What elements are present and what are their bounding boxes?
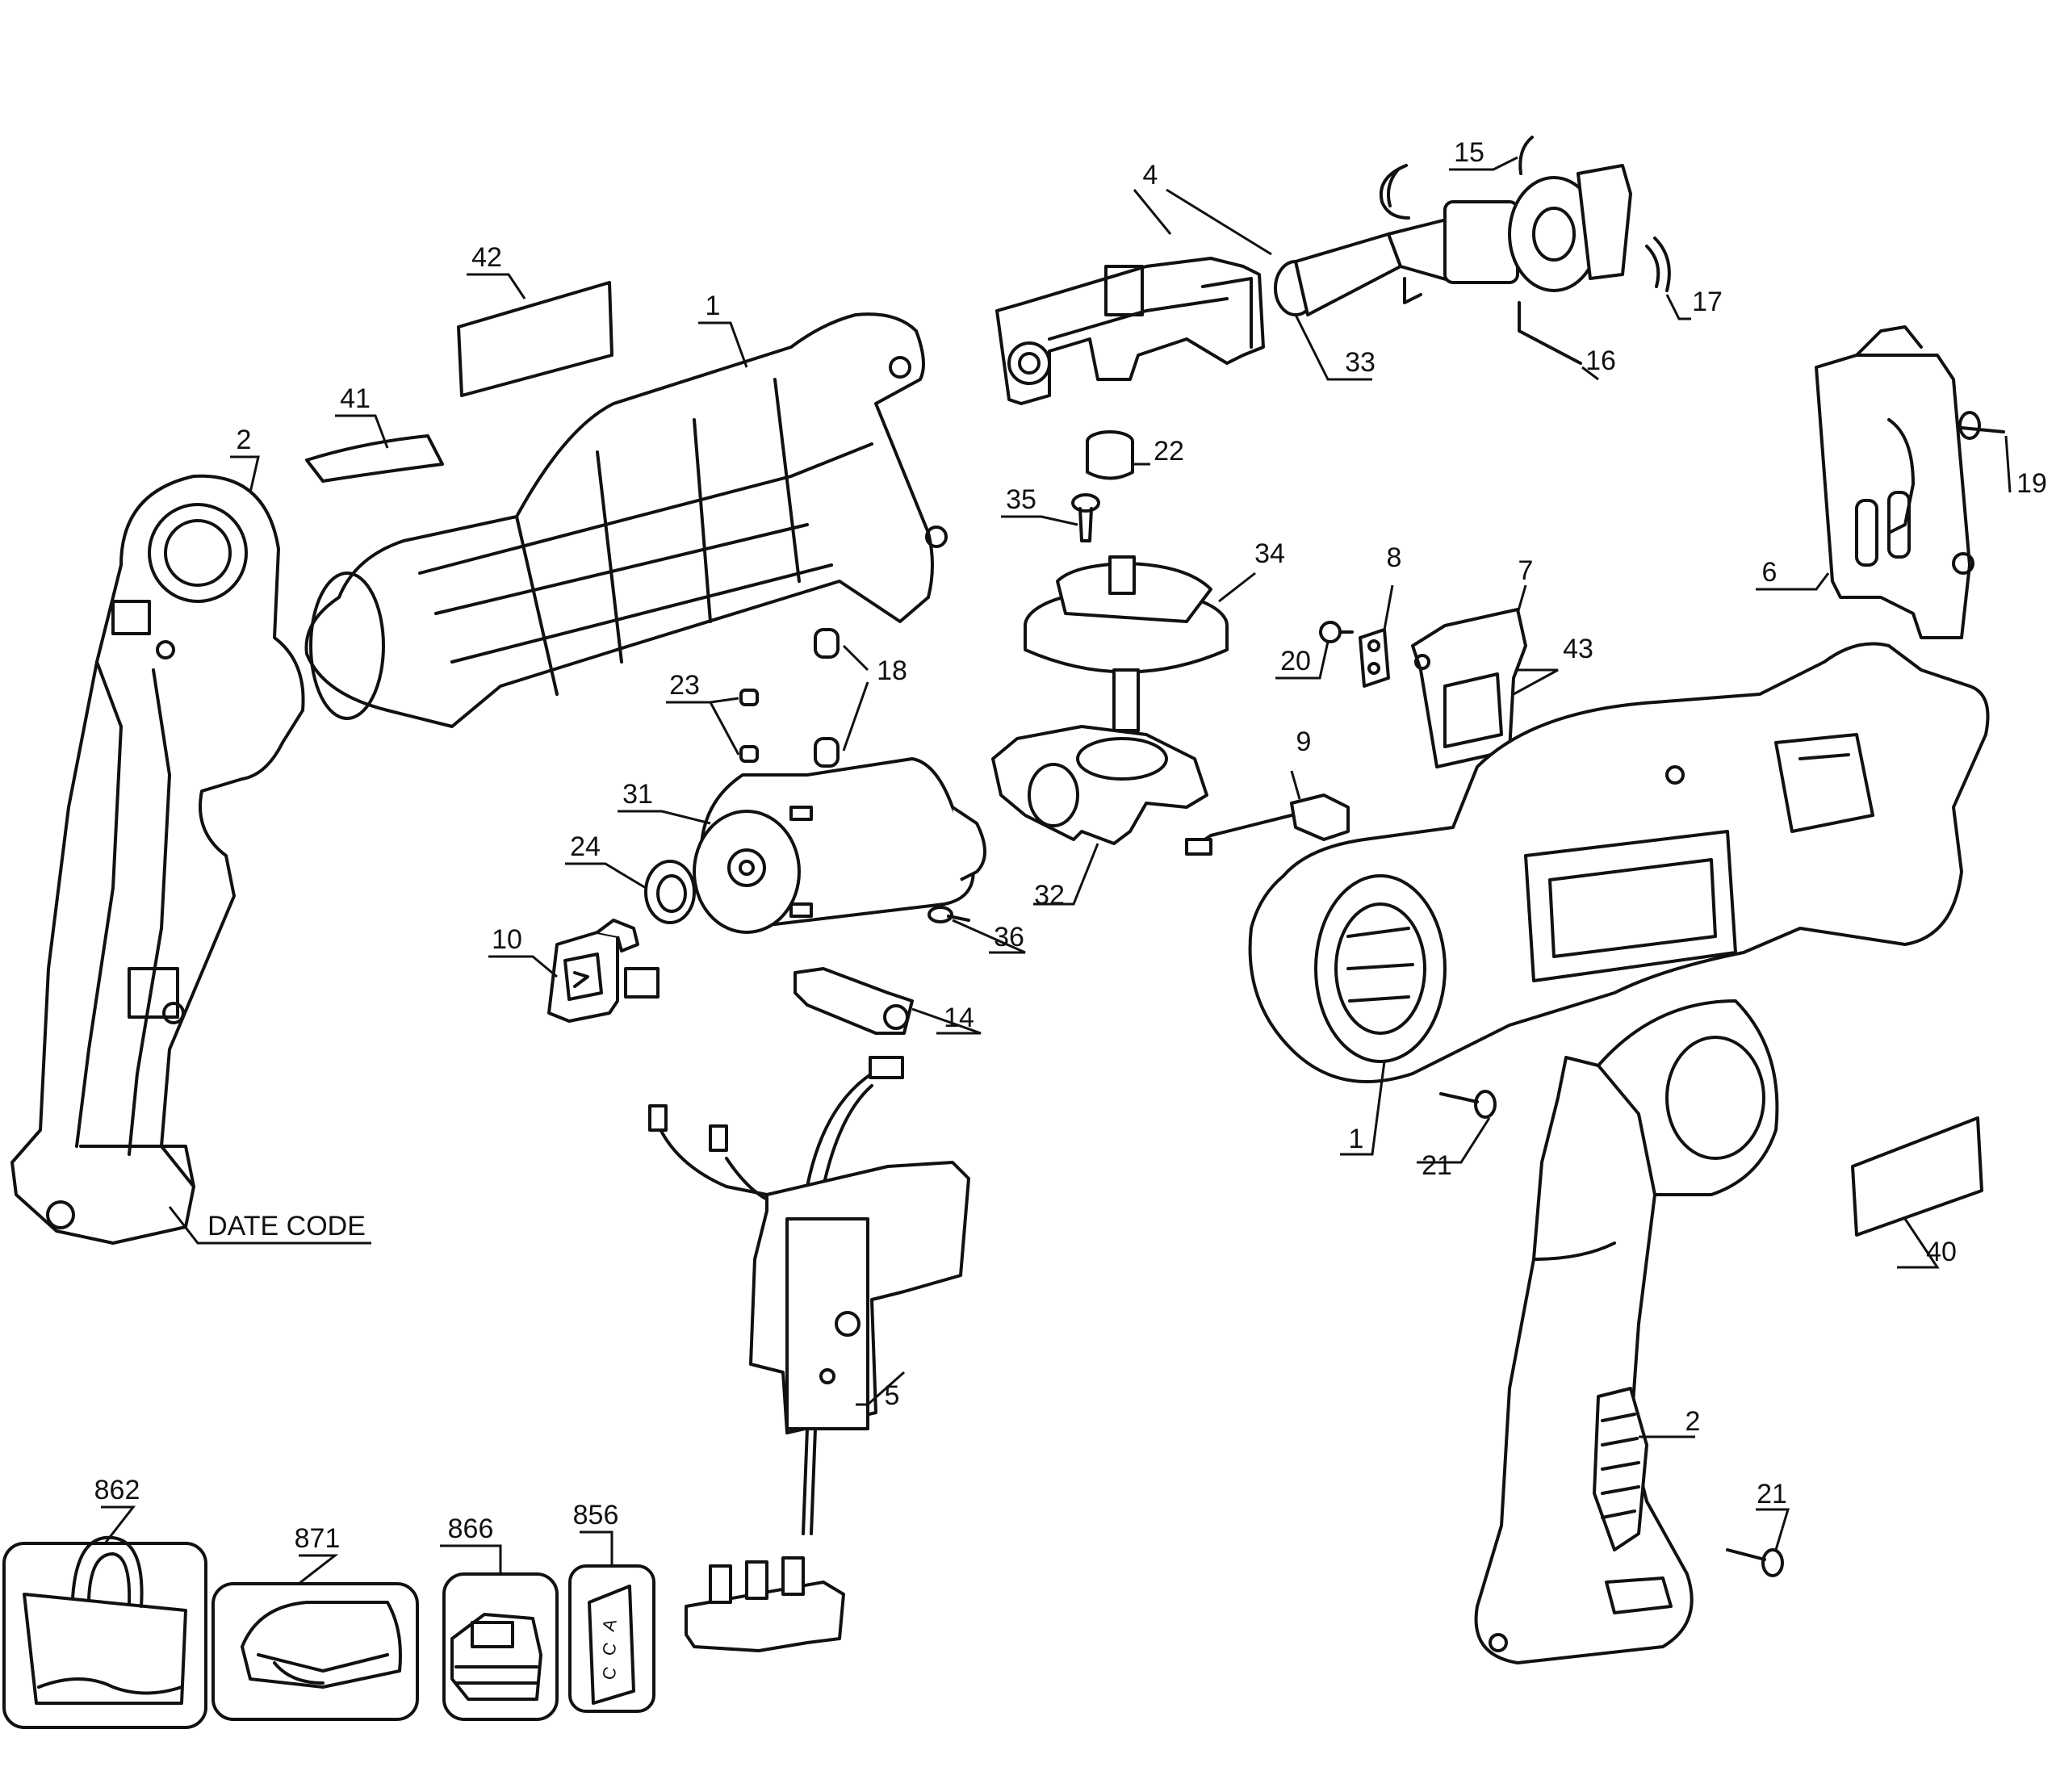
callout-35: 35 <box>1006 484 1036 515</box>
terminal-block <box>685 1556 845 1652</box>
callout-17: 17 <box>1692 287 1723 317</box>
gearcase-block <box>995 257 1265 405</box>
callout-19: 19 <box>2016 468 2047 499</box>
callout-866: 866 <box>448 1514 494 1544</box>
label-plate-42 <box>457 281 613 397</box>
battery-pack-panel <box>442 1572 559 1721</box>
callout-33: 33 <box>1345 347 1376 378</box>
callout-42: 42 <box>471 242 502 273</box>
callout-856: 856 <box>573 1500 619 1530</box>
washer <box>644 860 696 924</box>
motor-brush-set <box>814 628 840 768</box>
spindle-shaft <box>1274 164 1632 316</box>
callout-41: 41 <box>340 383 371 414</box>
bushing <box>1086 430 1134 480</box>
accessory-card-letter-1: A <box>598 1616 621 1633</box>
callout-21-lower: 21 <box>1757 1479 1787 1509</box>
date-code-label: DATE CODE <box>207 1211 366 1241</box>
motor-mount <box>991 725 1208 845</box>
screw-36 <box>928 906 970 923</box>
callout-2-left: 2 <box>237 425 252 455</box>
callout-43: 43 <box>1563 634 1593 664</box>
callout-20: 20 <box>1280 646 1311 676</box>
screw-35 <box>1071 493 1100 542</box>
accessory-card-letter-2: C <box>598 1640 621 1658</box>
callout-7: 7 <box>1518 555 1534 586</box>
motor <box>693 757 986 934</box>
housing-half-left <box>10 474 305 1245</box>
callout-862: 862 <box>94 1475 140 1505</box>
housing-half-right-interior <box>304 312 948 728</box>
callout-labels: 42 41 2 1 4 15 17 16 33 22 35 34 19 6 8 … <box>94 137 2047 1554</box>
tool-bag-panel <box>2 1535 207 1729</box>
label-plate-40 <box>1851 1116 1983 1237</box>
callout-8: 8 <box>1387 542 1402 573</box>
brush-plate <box>1359 628 1390 688</box>
callout-18: 18 <box>877 655 907 686</box>
callout-21-upper: 21 <box>1422 1150 1452 1181</box>
callout-9: 9 <box>1296 726 1312 757</box>
accessory-card-letter-3: C <box>598 1664 621 1682</box>
retaining-rings <box>1379 136 1671 292</box>
belt-clip <box>1815 325 1974 639</box>
gear <box>1024 555 1229 732</box>
callout-15: 15 <box>1454 137 1484 168</box>
screw-20 <box>1319 621 1354 643</box>
callout-23: 23 <box>669 670 700 701</box>
callout-871: 871 <box>295 1523 341 1554</box>
callout-36: 36 <box>994 922 1024 953</box>
callout-40: 40 <box>1926 1237 1957 1267</box>
screw-21-upper <box>1439 1090 1497 1119</box>
charger-panel <box>211 1582 419 1721</box>
callout-10: 10 <box>492 924 522 955</box>
brush-holder <box>1185 793 1350 856</box>
callout-14: 14 <box>944 1003 974 1033</box>
switch-assembly <box>648 1056 970 1535</box>
callout-2-lower: 2 <box>1685 1406 1701 1437</box>
callout-24: 24 <box>570 831 601 862</box>
cover-plate <box>1411 608 1527 768</box>
screw-19 <box>1958 411 2005 440</box>
callout-4: 4 <box>1143 160 1158 191</box>
callout-31: 31 <box>622 779 653 810</box>
label-41 <box>305 434 444 483</box>
assembled-drill <box>1248 642 1990 1664</box>
callout-32: 32 <box>1034 880 1065 911</box>
accessory-card-panel: A C C <box>568 1564 655 1713</box>
screw-21-lower <box>1726 1548 1784 1577</box>
callout-1-lower: 1 <box>1349 1124 1364 1154</box>
callout-5: 5 <box>885 1380 900 1411</box>
callout-22: 22 <box>1154 436 1184 467</box>
callout-6: 6 <box>1762 557 1778 588</box>
pins <box>739 689 759 763</box>
hex-key <box>1518 301 1582 365</box>
plug-connector <box>794 967 914 1035</box>
callout-1-top: 1 <box>706 291 721 321</box>
leader-lines <box>101 156 2012 1585</box>
callout-16: 16 <box>1585 345 1616 376</box>
callout-34: 34 <box>1254 538 1285 569</box>
direction-switch <box>547 919 660 1023</box>
